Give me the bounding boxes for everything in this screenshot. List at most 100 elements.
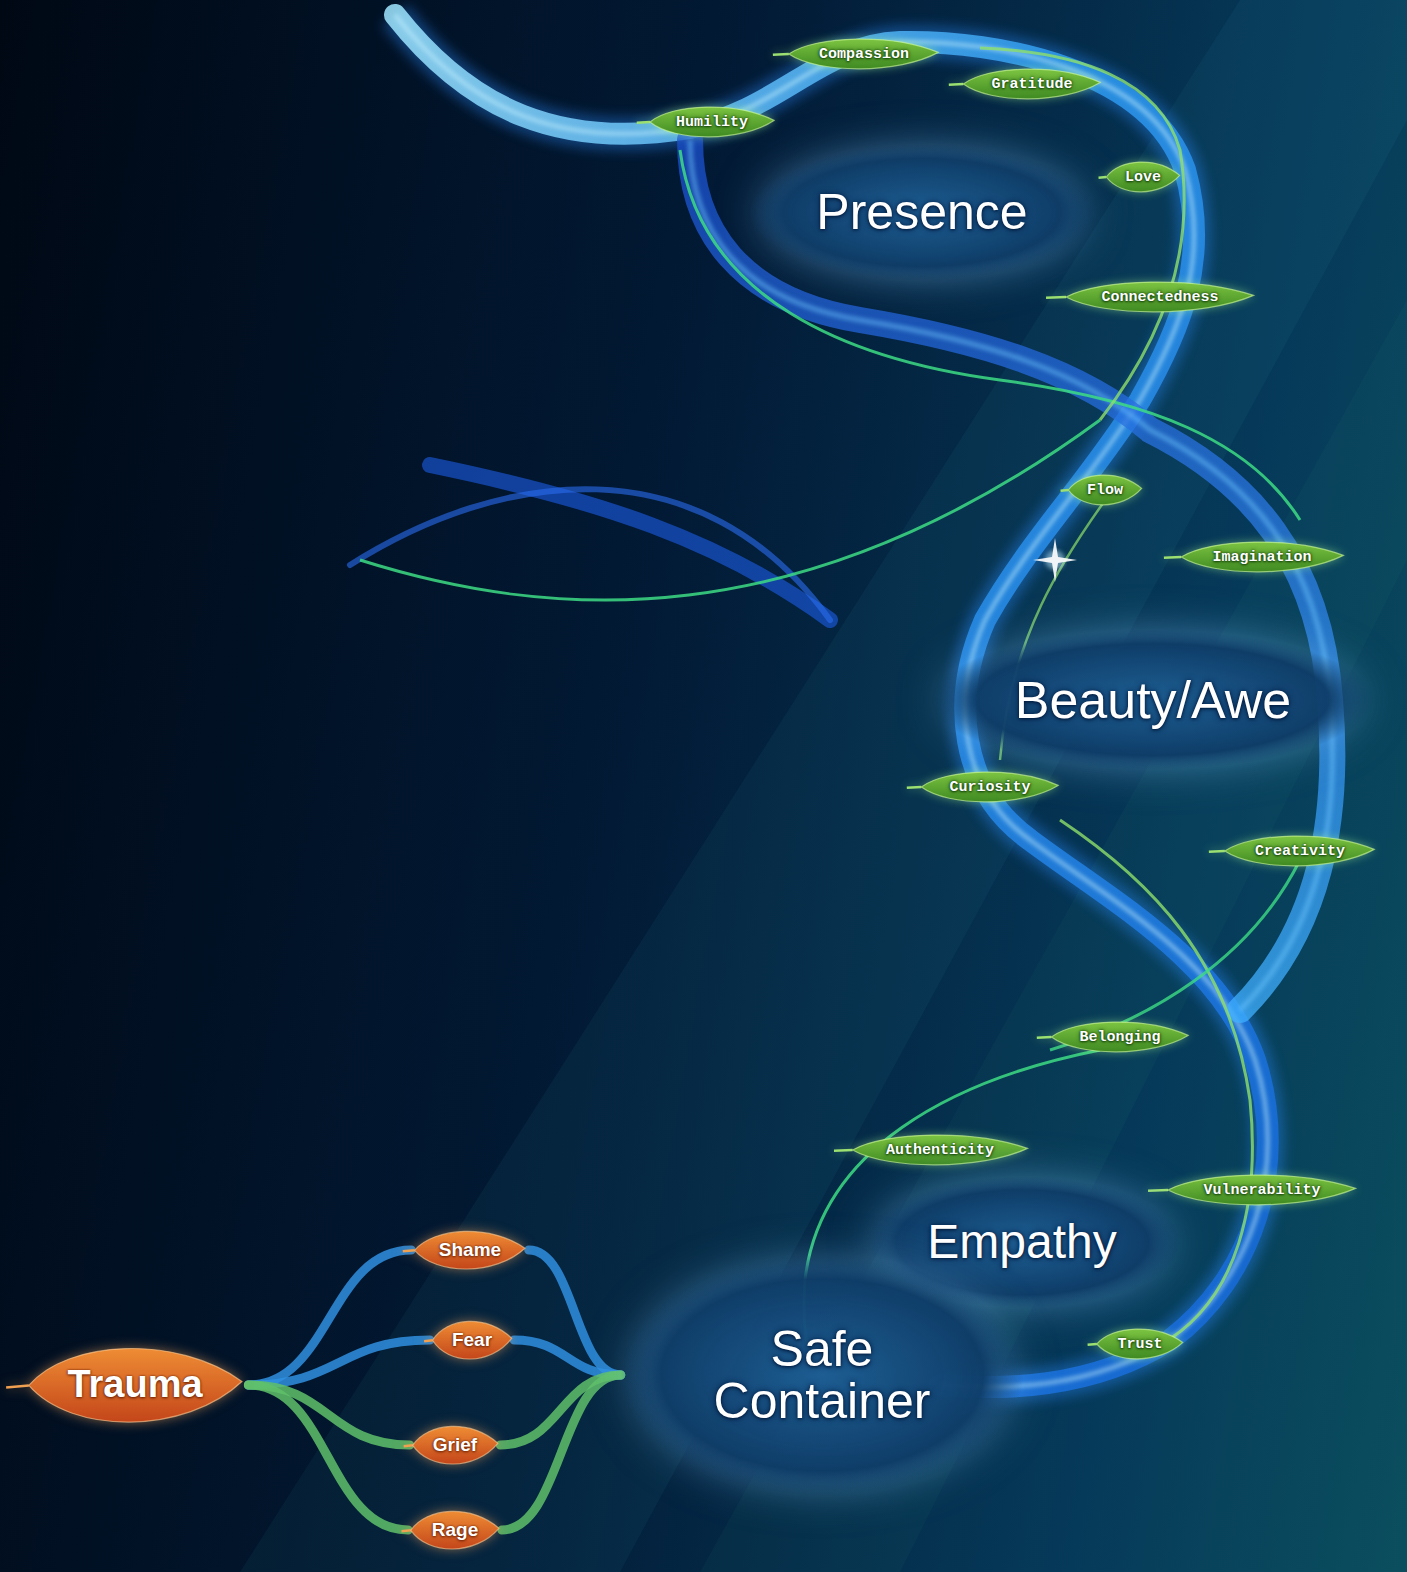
stage-label: Presence [749, 145, 1095, 280]
text-holder: Connectedness [1101, 289, 1218, 306]
sparkle [1033, 538, 1077, 582]
leaf-label: Love [1125, 169, 1161, 186]
emotion-leaf: Grief [410, 1420, 501, 1471]
quality-leaf: Curiosity [917, 767, 1063, 807]
leaf-stem [637, 121, 650, 124]
quality-leaf: Trust [1094, 1324, 1186, 1364]
leaf-label: Connectedness [1101, 289, 1218, 306]
green-vine [360, 420, 1100, 600]
leaf-body [1052, 1022, 1189, 1052]
stage-label: Safe Container [621, 1255, 1024, 1495]
leaf-body [432, 1321, 511, 1359]
text-holder: Curiosity [949, 779, 1030, 796]
leaf-label: Curiosity [949, 779, 1030, 796]
text-holder: Flow [1087, 482, 1123, 499]
leaf-body [1168, 1175, 1356, 1205]
leaf-stem [1164, 556, 1181, 559]
leaf-label: Gratitude [991, 76, 1072, 93]
leaf-stem [403, 1445, 412, 1446]
leaf-body [415, 1231, 525, 1269]
leaf-label: Vulnerability [1203, 1182, 1320, 1199]
ribbon-connector [248, 1385, 408, 1530]
quality-leaf: Compassion [784, 34, 943, 74]
text-holder: Trust [1117, 1336, 1162, 1353]
emotion-leaf: Trauma [22, 1336, 249, 1435]
leaf-body [789, 39, 938, 69]
text-holder: Fear [452, 1329, 492, 1351]
text-holder: Grief [433, 1434, 477, 1456]
swoosh [430, 465, 830, 620]
glow-ellipse [932, 630, 1373, 769]
ribbon-connector [502, 1375, 621, 1530]
leaf-label: Grief [433, 1434, 477, 1456]
leaf-label: Rage [432, 1519, 478, 1541]
stage-title: Safe Container [697, 1323, 947, 1428]
leaf-body [922, 772, 1059, 802]
leaf-body [964, 69, 1101, 99]
leaf-stem [1037, 1036, 1052, 1039]
ribbon-connector [248, 1340, 430, 1385]
glow-ellipse [749, 145, 1095, 280]
leaf-body [1106, 162, 1179, 192]
leaf-stem [1046, 296, 1066, 299]
leaf-label: Compassion [819, 46, 909, 63]
quality-leaf: Gratitude [959, 64, 1105, 104]
leaf-label: Imagination [1212, 549, 1311, 566]
leaf-stem [773, 53, 789, 56]
leaf-label: Fear [452, 1329, 492, 1351]
leaf-body [411, 1511, 499, 1549]
leaf-label: Shame [439, 1239, 501, 1261]
stage-title: Presence [816, 186, 1027, 239]
ribbon-connector [529, 1250, 621, 1375]
leaf-body [1225, 836, 1374, 866]
leaf-body [1068, 475, 1141, 505]
leaf-body [650, 107, 774, 137]
leaf-body [853, 1135, 1028, 1165]
text-holder: Authenticity [886, 1142, 994, 1159]
leaf-label: Humility [676, 114, 748, 131]
leaf-stem [1148, 1189, 1168, 1192]
text-holder: Presence [816, 186, 1027, 239]
leaf-stem [1099, 176, 1107, 179]
quality-leaf: Creativity [1220, 831, 1379, 871]
emotion-leaf: Rage [408, 1505, 502, 1556]
leaf-stem [949, 83, 964, 86]
ribbon-connector [514, 1340, 621, 1375]
text-holder: Gratitude [991, 76, 1072, 93]
text-holder: Vulnerability [1203, 1182, 1320, 1199]
leaf-body [412, 1426, 497, 1464]
quality-leaf: Vulnerability [1162, 1170, 1362, 1210]
leaf-stem [424, 1340, 432, 1341]
leaf-label: Authenticity [886, 1142, 994, 1159]
quality-leaf: Flow [1066, 470, 1144, 510]
text-holder: Humility [676, 114, 748, 131]
leaf-label: Creativity [1255, 843, 1345, 860]
leaf-body [1066, 282, 1254, 312]
quality-leaf: Connectedness [1060, 277, 1260, 317]
leaf-stem [402, 1530, 411, 1531]
leaf-stem [907, 786, 922, 789]
emotion-leaf: Shame [411, 1225, 528, 1276]
stage-title: Empathy [927, 1217, 1116, 1267]
text-holder: Love [1125, 169, 1161, 186]
text-holder: Imagination [1212, 549, 1311, 566]
leaf-stem [403, 1250, 415, 1251]
quality-leaf: Authenticity [847, 1130, 1033, 1170]
leaf-label: Flow [1087, 482, 1123, 499]
quality-leaf: Love [1104, 157, 1182, 197]
stage-title: Beauty/Awe [1015, 673, 1292, 728]
leaf-stem [1088, 1343, 1097, 1346]
light-band [240, 0, 1407, 1572]
text-holder: Safe Container [697, 1323, 947, 1428]
text-holder: Shame [439, 1239, 501, 1261]
leaf-stem [6, 1385, 29, 1387]
sparkle-star [1033, 538, 1077, 582]
leaf-body [1097, 1329, 1183, 1359]
leaf-stem [1209, 850, 1225, 853]
leaf-label: Trauma [67, 1363, 202, 1406]
quality-leaf: Humility [646, 102, 778, 142]
leaf-label: Belonging [1079, 1029, 1160, 1046]
leaf-body [1181, 542, 1343, 572]
